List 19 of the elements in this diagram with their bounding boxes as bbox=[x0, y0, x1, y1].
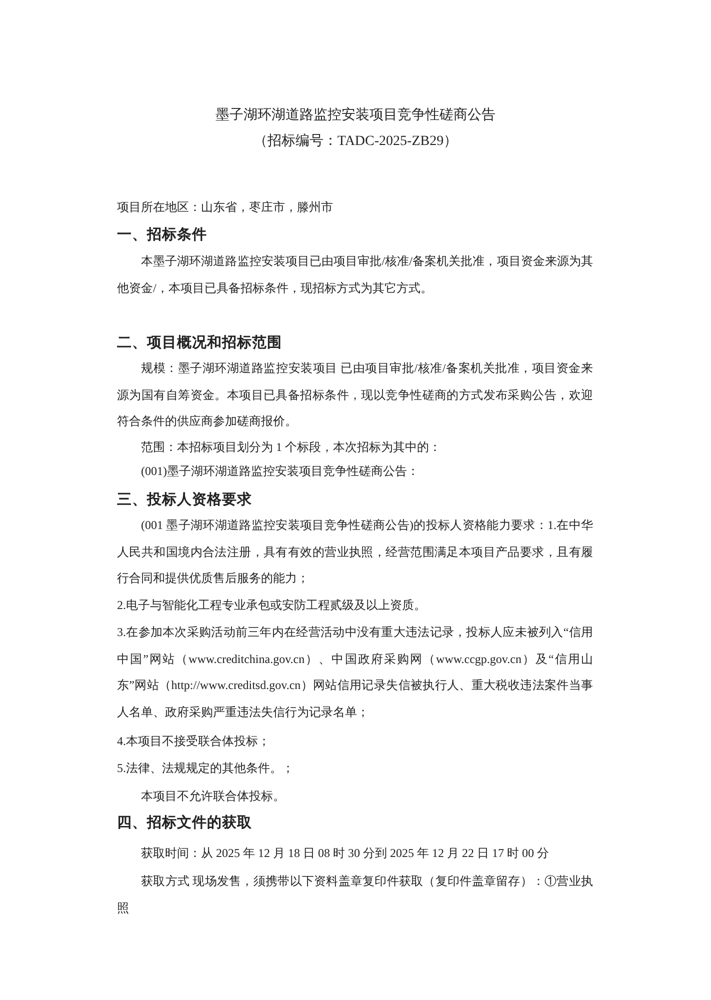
section-heading: 三、投标人资格要求 bbox=[117, 490, 253, 510]
paragraph: 范围：本招标项目划分为 1 个标段，本次招标为其中的： bbox=[140, 439, 442, 456]
section-heading: 四、招标文件的获取 bbox=[117, 814, 253, 833]
paragraph: (001)墨子湖环湖道路监控安装项目竞争性磋商公告： bbox=[140, 463, 420, 480]
paragraph: 5.法律、法规规定的其他条件。； bbox=[117, 760, 295, 777]
paragraph: 项目所在地区：山东省，枣庄市，滕州市 bbox=[117, 199, 334, 216]
paragraph: (001 墨子湖环湖道路监控安装项目竞争性磋商公告)的投标人资格能力要求：1.在中华人民共和国境内合法注册，具有有效的营业执照，经营范围满足本项目产品要求，且有履行合同和提供优质售后服务的能力； bbox=[117, 517, 593, 587]
document-subtitle: （招标编号：TADC-2025-ZB29） bbox=[252, 132, 459, 151]
section-heading: 一、招标条件 bbox=[117, 226, 208, 245]
paragraph: 规模：墨子湖环湖道路监控安装项目 已由项目审批/核准/备案机关批准，项目资金来源为国有自筹资金。本项目已具备招标条件，现以竞争性磋商的方式发布采购公告，欢迎符合条件的供应商参加磋商报价。 bbox=[117, 360, 593, 430]
paragraph: 3.在参加本次采购活动前三年内在经营活动中没有重大违法记录，投标人应未被列入“信用中国”网站（www.creditchina.gov.cn）、中国政府采购网（www.ccgp.gov.cn）及“信用山东”网站（http://www.creditsd.gov.cn）网站信用记录失信被执行人、重大税收违法案件当事人名单、政府采购严重违法失信行为记录名单； bbox=[117, 624, 593, 720]
paragraph: 2.电子与智能化工程专业承包或安防工程贰级及以上资质。 bbox=[117, 597, 427, 614]
paragraph: 4.本项目不接受联合体投标； bbox=[117, 733, 271, 750]
paragraph: 本墨子湖环湖道路监控安装项目已由项目审批/核准/备案机关批准，项目资金来源为其他资金/，本项目已具备招标条件，现招标方式为其它方式。 bbox=[117, 253, 593, 296]
document-title: 墨子湖环湖道路监控安装项目竞争性磋商公告 bbox=[214, 106, 496, 125]
paragraph: 本项目不允许联合体投标。 bbox=[140, 788, 286, 805]
paragraph: 获取时间：从 2025 年 12 月 18 日 08 时 30 分到 2025 年 12 月 22 日 17 时 00 分 bbox=[140, 845, 550, 862]
paragraph: 获取方式 现场发售，须携带以下资料盖章复印件获取（复印件盖章留存）：①营业执照 bbox=[117, 873, 593, 916]
section-heading: 二、项目概况和招标范围 bbox=[117, 334, 283, 353]
